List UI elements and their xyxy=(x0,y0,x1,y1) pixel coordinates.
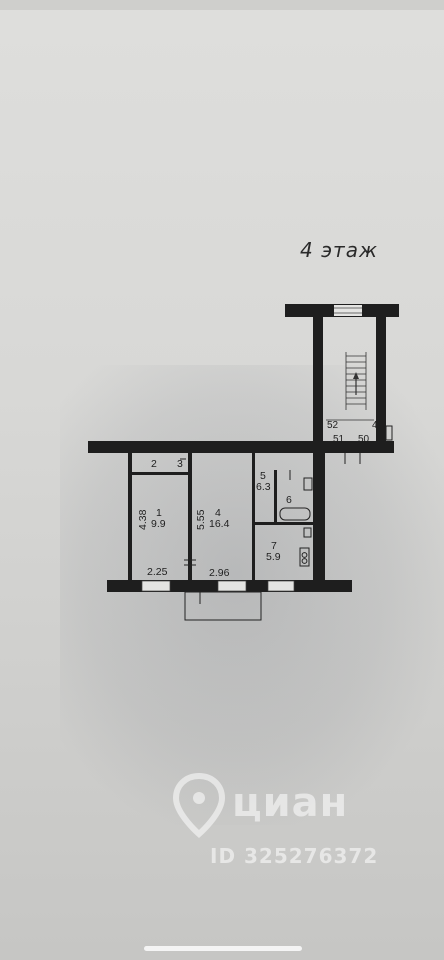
room-5-area: 6.3 xyxy=(256,481,271,493)
stair-label-51: 51 xyxy=(333,434,345,445)
room-4-area: 16.4 xyxy=(209,518,230,530)
dimension-2-96: 2.96 xyxy=(209,567,230,579)
room-5-number: 5 xyxy=(260,470,266,482)
watermark-brand: циан xyxy=(232,780,349,826)
watermark-listing-id: ID 325276372 xyxy=(210,844,379,868)
dimension-5-55: 5.55 xyxy=(195,509,207,530)
stair-label-49: 49 xyxy=(372,420,384,431)
home-indicator[interactable] xyxy=(144,946,302,951)
windows xyxy=(141,580,295,592)
bathtub xyxy=(279,507,311,521)
dimension-2-25: 2.25 xyxy=(147,566,168,578)
room-7-area: 5.9 xyxy=(266,551,281,563)
room-1-number: 1 xyxy=(156,507,162,519)
stair-label-52: 52 xyxy=(327,420,339,431)
room-6-number: 6 xyxy=(286,494,292,506)
stair-label-50: 50 xyxy=(358,434,370,445)
room-1-area: 9.9 xyxy=(151,518,166,530)
watermark: циан ID 325276372 xyxy=(170,772,410,872)
floor-title: 4 этаж xyxy=(300,238,378,262)
room-7-number: 7 xyxy=(271,540,277,552)
location-pin-icon xyxy=(172,772,226,838)
room-2-number: 2 xyxy=(151,458,157,470)
room-3-number: 3 xyxy=(177,458,183,470)
staircase: 52 49 51 50 xyxy=(285,304,399,464)
balcony xyxy=(184,591,262,621)
fixtures xyxy=(180,458,313,567)
dimension-4-38: 4.38 xyxy=(137,509,149,530)
stair-steps xyxy=(326,352,374,421)
apartment-walls xyxy=(88,441,394,592)
room-4-number: 4 xyxy=(215,507,221,519)
